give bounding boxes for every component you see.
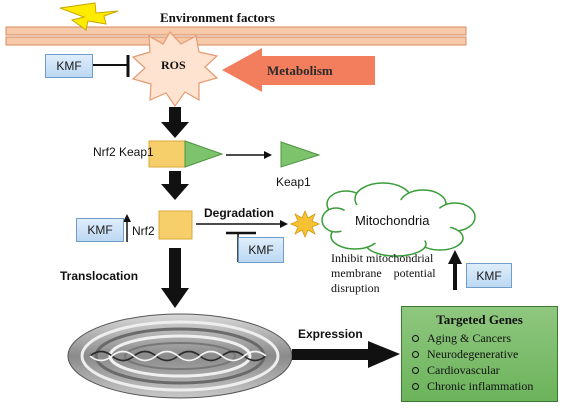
bullet-icon xyxy=(412,351,419,358)
degradation-arrowhead xyxy=(280,220,288,228)
nrf2-keap1-label: Nrf2 Keap1 xyxy=(93,145,154,159)
bullet-icon xyxy=(412,383,419,390)
mitochondria-label: Mitochondria xyxy=(355,213,430,228)
bullet-icon xyxy=(412,367,419,374)
degradation-burst-icon xyxy=(289,209,321,239)
keap1-label: Keap1 xyxy=(276,175,311,189)
cell-membrane xyxy=(5,26,467,46)
kmf-box-degradation: KMF xyxy=(238,237,284,263)
environment-factors-label: Environment factors xyxy=(160,10,275,25)
bullet-icon xyxy=(412,335,419,342)
keap1-triangle xyxy=(280,141,321,168)
kmf-box-mitochondria: KMF xyxy=(466,263,512,288)
complex-nrf2-box xyxy=(148,140,186,168)
nrf2-up-arrowhead xyxy=(123,214,131,222)
complex-keap1-triangle xyxy=(184,140,224,168)
targeted-genes-title: Targeted Genes xyxy=(436,312,523,327)
targeted-genes-list: Aging & Cancers Neurodegenerative Cardio… xyxy=(412,330,557,394)
gene-item: Aging & Cancers xyxy=(412,330,557,346)
gene-item: Chronic inflammation xyxy=(412,378,557,394)
ros-starburst xyxy=(131,30,219,108)
keap1-release-arrowhead xyxy=(264,151,272,159)
kmf-mito-up-arrow xyxy=(448,250,462,290)
metabolism-label: Metabolism xyxy=(267,63,333,78)
kmf-box-nrf2: KMF xyxy=(76,218,124,242)
expression-label: Expression xyxy=(298,327,363,341)
nucleus-image xyxy=(67,313,293,399)
nrf2-box xyxy=(158,210,193,240)
gene-item: Neurodegenerative xyxy=(412,346,557,362)
translocation-label: Translocation xyxy=(60,269,139,283)
expression-arrow xyxy=(292,341,400,368)
nrf2-to-nucleus-arrow xyxy=(161,248,189,308)
ros-to-complex-arrow xyxy=(161,107,189,138)
inhibit-line-1: Inhibit mitochondrial xyxy=(331,251,434,265)
ros-label: ROS xyxy=(161,58,186,72)
targeted-genes-box: Targeted Genes Aging & Cancers Neurodege… xyxy=(401,306,558,402)
gene-item: Cardiovascular xyxy=(412,362,557,378)
inhibit-line-3: disruption xyxy=(331,281,380,295)
metabolism-arrow xyxy=(222,48,375,92)
nrf2-label: Nrf2 xyxy=(132,224,155,238)
degradation-label: Degradation xyxy=(204,206,275,220)
complex-to-nrf2-arrow xyxy=(161,171,189,200)
lightning-icon xyxy=(59,2,119,31)
inhibit-line-2: membrane potential xyxy=(331,266,436,280)
kmf-box-ros: KMF xyxy=(45,54,93,78)
mitochondria-cloud xyxy=(321,182,476,257)
